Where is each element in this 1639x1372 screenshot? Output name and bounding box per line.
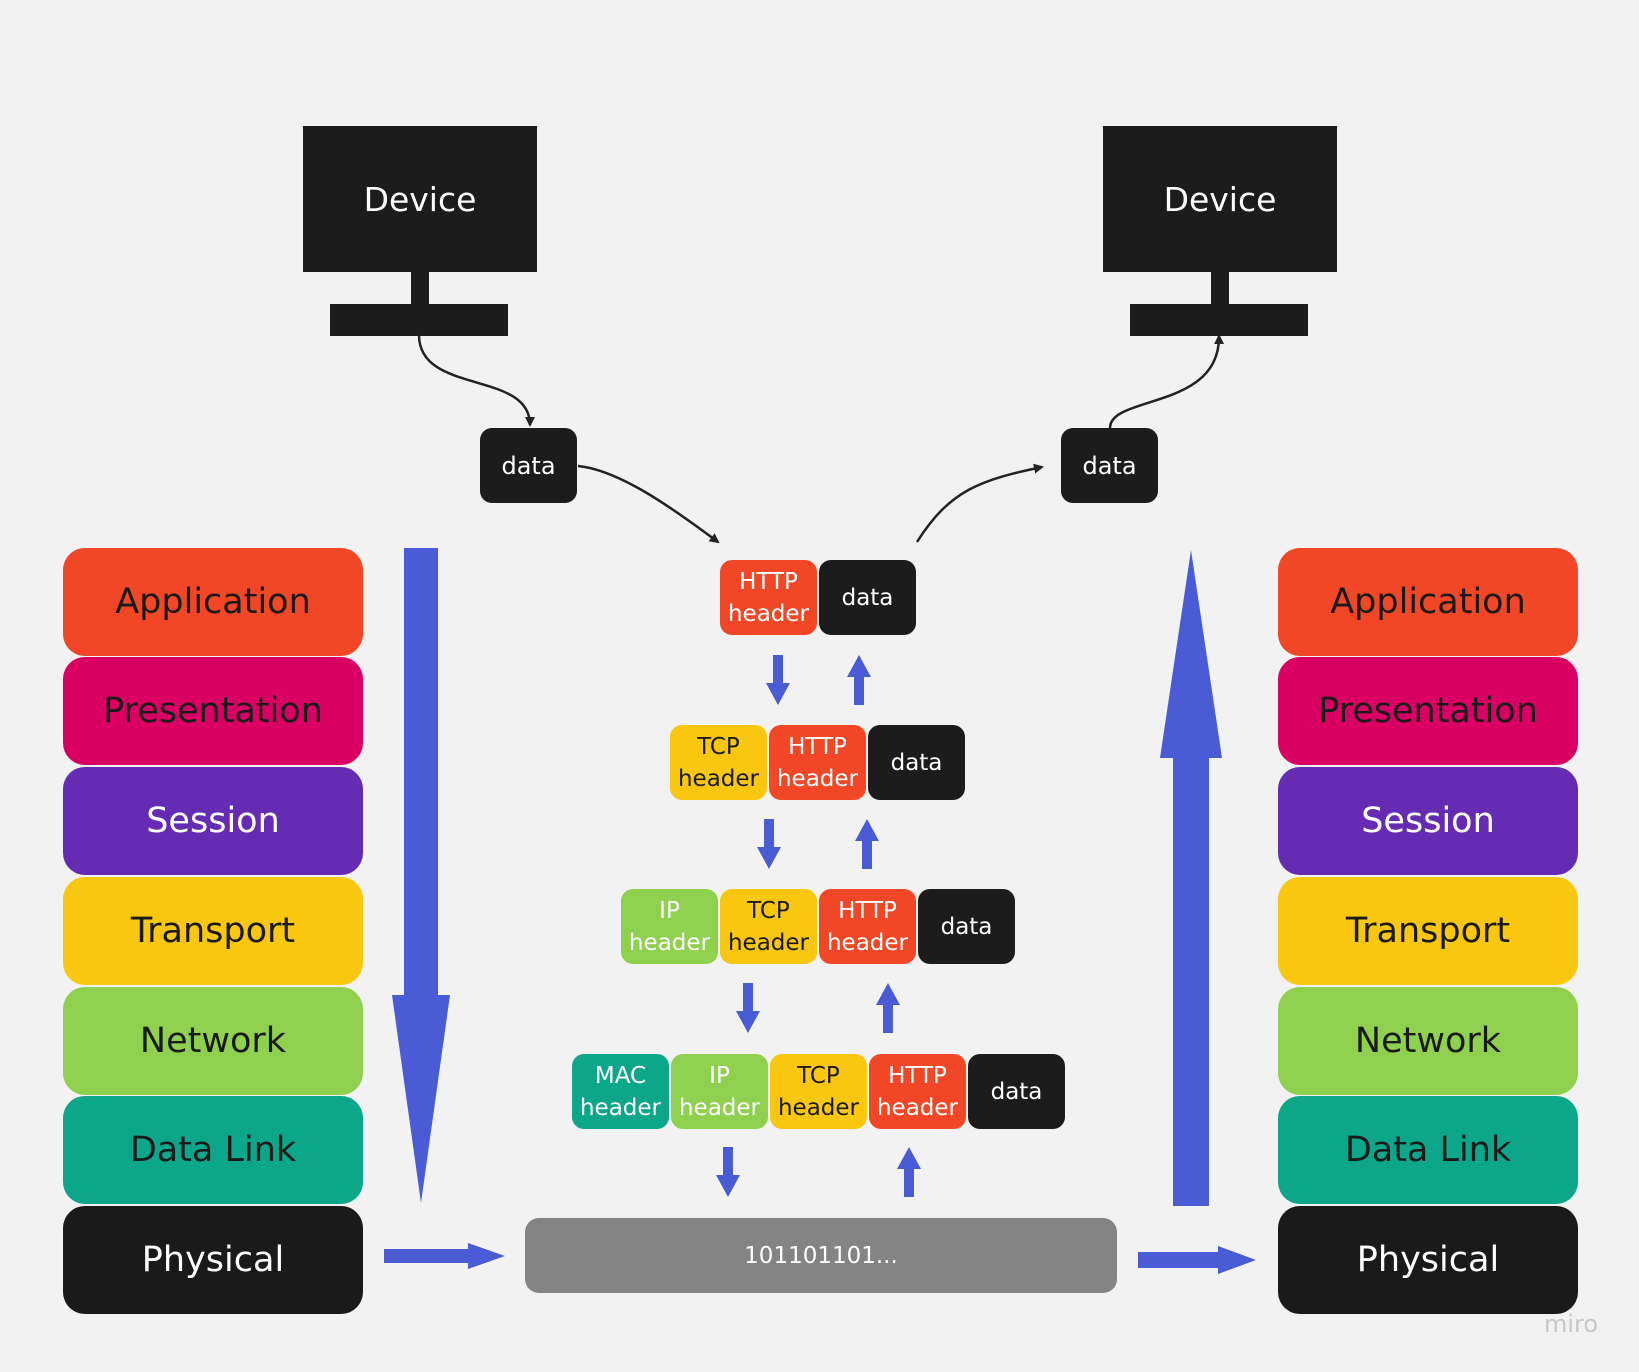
sender-layer-data-link-label: Data Link: [129, 1130, 297, 1170]
small-down-arrow: [757, 819, 781, 869]
data-label: data: [990, 1078, 1043, 1105]
bitstream-bar: 101101101...: [525, 1218, 1117, 1293]
http-header-line1: HTTP: [788, 733, 847, 760]
mac-header-box: MAC header: [572, 1054, 669, 1129]
data-label: data: [890, 749, 943, 776]
encapsulation-down-arrow: [392, 548, 450, 1203]
tcp-header-box: TCP header: [720, 889, 817, 964]
tcp-header-line2: header: [777, 1094, 860, 1121]
ip-header-box: IP header: [621, 889, 718, 964]
receiver-layer-presentation: Presentation: [1278, 657, 1578, 765]
data-box: data: [868, 725, 965, 800]
data-label: data: [841, 584, 894, 611]
physical-to-bitstream-arrow: [384, 1243, 505, 1269]
sender-layer-session-label: Session: [146, 801, 280, 841]
mac-header-line1: MAC: [594, 1062, 647, 1089]
bitstream-label: 101101101...: [744, 1242, 898, 1269]
http-header-box: HTTP header: [769, 725, 866, 800]
ip-header-box: IP header: [671, 1054, 768, 1129]
small-down-arrow: [736, 983, 760, 1033]
small-up-arrow: [847, 655, 871, 705]
sender-layer-data-link: Data Link: [63, 1096, 363, 1204]
right-device-icon: Device: [1103, 126, 1337, 336]
sender-layer-application: Application: [63, 548, 363, 656]
tcp-header-box: TCP header: [770, 1054, 867, 1129]
sender-layer-physical-label: Physical: [141, 1240, 285, 1280]
device-to-data-connector: [417, 334, 535, 427]
right-device-base: [1130, 304, 1308, 336]
http-header-box: HTTP header: [819, 889, 916, 964]
tcp-header-line1: TCP: [697, 733, 740, 760]
tcp-header-line1: TCP: [747, 897, 790, 924]
decapsulation-up-arrow: [1160, 550, 1222, 1206]
ip-header-line2: header: [628, 929, 711, 956]
sender-layer-presentation-label: Presentation: [103, 691, 323, 731]
receiver-layer-session-label: Session: [1361, 801, 1495, 841]
sender-layer-transport-label: Transport: [130, 911, 296, 951]
left-device-icon: Device: [303, 126, 537, 336]
http-header-line2: header: [876, 1094, 959, 1121]
receiver-layer-data-link-label: Data Link: [1344, 1130, 1512, 1170]
sender-layer-network-label: Network: [139, 1021, 287, 1061]
receiver-layer-application-label: Application: [1330, 582, 1526, 622]
receiver-layer-presentation-label: Presentation: [1318, 691, 1538, 731]
http-to-data-connector: [915, 463, 1044, 543]
http-header-line2: header: [727, 600, 810, 627]
http-header-box: HTTP header: [720, 560, 817, 635]
receiver-layer-data-link: Data Link: [1278, 1096, 1578, 1204]
receiver-layer-transport: Transport: [1278, 877, 1578, 985]
receiver-layer-network-label: Network: [1354, 1021, 1502, 1061]
sender-layer-session: Session: [63, 767, 363, 875]
ip-header-line1: IP: [709, 1062, 730, 1089]
receiver-layer-physical-label: Physical: [1356, 1240, 1500, 1280]
sender-layer-application-label: Application: [115, 582, 311, 622]
tcp-header-line1: TCP: [797, 1062, 840, 1089]
ip-header-line1: IP: [659, 897, 680, 924]
tcp-header-line2: header: [727, 929, 810, 956]
receiver-layer-network: Network: [1278, 987, 1578, 1095]
left-device-label: Device: [303, 126, 537, 272]
receiver-layer-application: Application: [1278, 548, 1578, 656]
data-to-http-connector: [577, 464, 720, 544]
data-label: data: [940, 913, 993, 940]
sender-layer-physical: Physical: [63, 1206, 363, 1314]
right-device-neck: [1211, 272, 1229, 304]
sender-data-box: data: [480, 428, 577, 503]
data-box: data: [968, 1054, 1065, 1129]
http-header-line2: header: [776, 765, 859, 792]
receiver-data-box: data: [1061, 428, 1158, 503]
small-up-arrow: [897, 1147, 921, 1197]
bitstream-to-physical-arrow: [1138, 1246, 1256, 1274]
receiver-layer-session: Session: [1278, 767, 1578, 875]
tcp-header-line2: header: [677, 765, 760, 792]
data-box: data: [819, 560, 916, 635]
receiver-data-label: data: [1082, 451, 1137, 480]
receiver-layer-transport-label: Transport: [1345, 911, 1511, 951]
sender-layer-transport: Transport: [63, 877, 363, 985]
right-device-label: Device: [1103, 126, 1337, 272]
small-up-arrow: [876, 983, 900, 1033]
tcp-header-box: TCP header: [670, 725, 767, 800]
miro-watermark: miro: [1543, 1310, 1599, 1338]
mac-header-line2: header: [579, 1094, 662, 1121]
http-header-line2: header: [826, 929, 909, 956]
receiver-layer-physical: Physical: [1278, 1206, 1578, 1314]
ip-header-line2: header: [678, 1094, 761, 1121]
http-header-line1: HTTP: [888, 1062, 947, 1089]
left-device-neck: [411, 272, 429, 304]
data-to-device-connector: [1108, 334, 1225, 429]
data-box: data: [918, 889, 1015, 964]
sender-data-label: data: [501, 451, 556, 480]
sender-layer-presentation: Presentation: [63, 657, 363, 765]
small-up-arrow: [855, 819, 879, 869]
http-header-box: HTTP header: [869, 1054, 966, 1129]
small-down-arrow: [766, 655, 790, 705]
sender-layer-network: Network: [63, 987, 363, 1095]
left-device-base: [330, 304, 508, 336]
http-header-line1: HTTP: [838, 897, 897, 924]
small-down-arrow: [716, 1147, 740, 1197]
http-header-line1: HTTP: [739, 568, 798, 595]
